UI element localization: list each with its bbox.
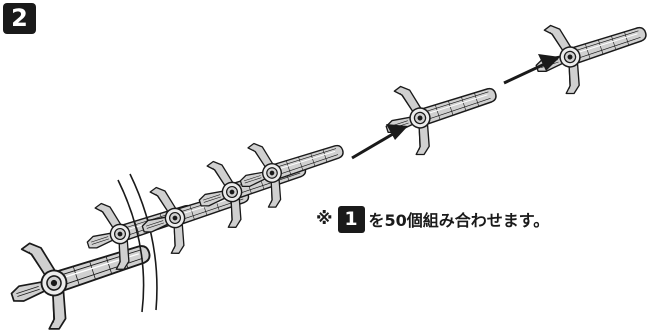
connector-part-icon: [230, 117, 354, 216]
note-mark: ※: [316, 209, 333, 229]
arrow-icon: [351, 124, 408, 160]
step-number-badge: 2: [3, 3, 36, 34]
instruction-note: ※ 1 を50個組み合わせます。: [316, 203, 549, 235]
break-mark-icon: [129, 173, 158, 311]
break-mark-icon: [117, 179, 145, 313]
note-text: を50個組み合わせます。: [368, 211, 550, 230]
connector-part-icon: [525, 0, 655, 103]
assembled-chain-front: [0, 176, 205, 331]
assembled-chain-back: [131, 117, 354, 263]
arrow-icon: [503, 54, 560, 85]
connector-part-icon: [375, 58, 508, 164]
reference-step-badge: 1: [337, 205, 365, 233]
